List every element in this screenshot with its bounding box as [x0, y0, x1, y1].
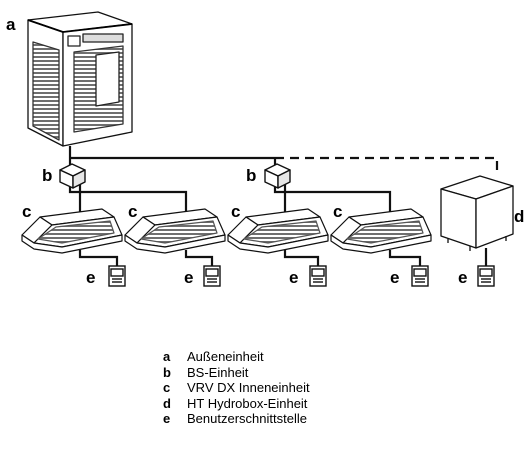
callout-bs-unit-2: b: [246, 166, 256, 185]
outdoor-unit: [27, 11, 133, 147]
callout-user-interface-1: e: [86, 268, 95, 287]
callout-indoor-unit-2: c: [128, 202, 137, 221]
user-interface-5: [477, 265, 495, 287]
legend-key: a: [163, 349, 171, 364]
callout-outdoor-unit: a: [6, 15, 16, 34]
legend-key: d: [163, 395, 171, 411]
indoor-unit-1: [21, 208, 123, 254]
legend-item-c: c VRV DX Inneneinheit: [163, 380, 423, 396]
legend-item-b: b BS-Einheit: [163, 365, 423, 381]
piping-lines: [68, 146, 488, 266]
legend-key: c: [163, 380, 171, 395]
legend-text: BS-Einheit: [187, 364, 249, 380]
callout-indoor-unit-3: c: [231, 202, 240, 221]
callout-bs-unit-1: b: [42, 166, 52, 185]
callout-user-interface-5: e: [458, 268, 467, 287]
legend-key: b: [163, 364, 171, 380]
indoor-unit-3: [227, 208, 329, 254]
bs-unit-2: [264, 163, 291, 189]
callout-user-interface-2: e: [184, 268, 193, 287]
indoor-unit-2: [124, 208, 226, 254]
callout-indoor-unit-1: c: [22, 202, 31, 221]
callout-hydrobox-unit: d: [514, 207, 524, 226]
legend-text: VRV DX Inneneinheit: [187, 380, 310, 395]
user-interface-3: [309, 265, 327, 287]
legend-item-d: d HT Hydrobox-Einheit: [163, 396, 423, 412]
user-interface-4: [411, 265, 429, 287]
indoor-unit-4: [330, 208, 432, 254]
callout-user-interface-4: e: [390, 268, 399, 287]
legend-text: Benutzerschnittstelle: [187, 411, 307, 426]
legend-text: Außeneinheit: [187, 349, 264, 364]
legend-key: e: [163, 411, 171, 426]
legend-text: HT Hydrobox-Einheit: [187, 395, 308, 411]
callout-user-interface-3: e: [289, 268, 298, 287]
legend-item-a: a Außeneinheit: [163, 349, 423, 365]
legend: a Außeneinheit b BS-Einheit c VRV DX Inn…: [163, 349, 423, 427]
bs-unit-1: [59, 163, 86, 189]
callout-indoor-unit-4: c: [333, 202, 342, 221]
dashed-link-hydrobox: [275, 156, 499, 170]
system-diagram: a b b c c c c d e e e e e: [6, 11, 524, 287]
user-interface-2: [203, 265, 221, 287]
hydrobox-unit: [440, 175, 514, 251]
user-interface-1: [108, 265, 126, 287]
legend-item-e: e Benutzerschnittstelle: [163, 411, 423, 427]
